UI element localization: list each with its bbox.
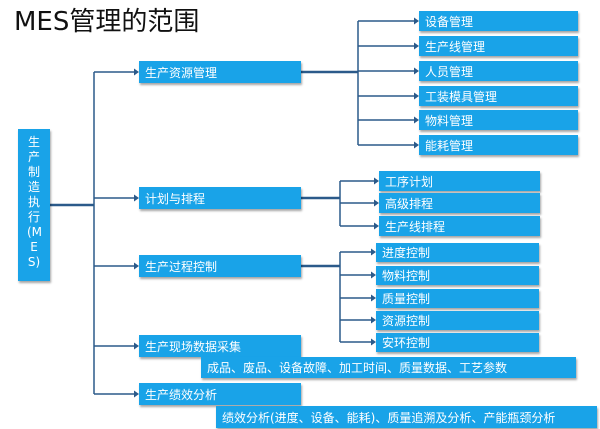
leaf-node: 物料管理 <box>419 110 578 130</box>
root-node-label: 生产制造执行(MES) <box>27 135 43 269</box>
branch-label: 生产现场数据采集 <box>145 339 242 354</box>
leaf-label: 能耗管理 <box>425 138 474 153</box>
leaf-arrow <box>371 316 376 324</box>
leaf-label: 质量控制 <box>382 292 431 306</box>
leaf-arrow <box>414 116 419 124</box>
leaf-label: 工序计划 <box>385 174 434 189</box>
branch-label: 生产资源管理 <box>145 65 218 80</box>
leaf-node: 生产线管理 <box>419 36 578 56</box>
branch-arrow <box>134 390 139 398</box>
leaf-arrow <box>414 42 419 50</box>
leaf-arrow <box>374 177 379 185</box>
leaf-label: 设备管理 <box>425 14 474 29</box>
leaf-arrow <box>414 17 419 25</box>
leaf-node: 工序计划 <box>379 171 540 191</box>
leaf-label: 物料控制 <box>382 269 431 283</box>
branch-node-resource: 生产资源管理 <box>139 61 301 83</box>
branch-arrow <box>134 194 139 202</box>
leaf-label: 物料管理 <box>425 113 474 128</box>
leaf-label: 生产线管理 <box>425 39 486 54</box>
branch-arrow <box>134 68 139 76</box>
branch-arrow <box>134 262 139 270</box>
detail-node-performance: 绩效分析(进度、设备、能耗)、质量追溯及分析、产能瓶颈分析 <box>216 406 597 428</box>
branch-node-planning: 计划与排程 <box>139 187 301 209</box>
leaf-arrow <box>414 92 419 100</box>
leaf-label: 工装模具管理 <box>425 89 498 104</box>
leaf-label: 进度控制 <box>382 246 431 260</box>
leaf-node: 设备管理 <box>419 11 578 31</box>
branch-node-process-control: 生产过程控制 <box>139 255 301 277</box>
branch-label: 计划与排程 <box>145 191 206 206</box>
branch-node-data-collection: 生产现场数据采集 <box>139 335 301 357</box>
leaf-arrow <box>371 248 376 256</box>
leaf-arrow <box>374 199 379 207</box>
branch-label: 生产绩效分析 <box>145 387 218 402</box>
leaf-node: 物料控制 <box>376 266 539 285</box>
leaf-arrow <box>371 271 376 279</box>
branch-label: 生产过程控制 <box>145 259 218 274</box>
leaf-arrow <box>414 141 419 149</box>
leaf-arrow <box>414 67 419 75</box>
leaf-label: 安环控制 <box>382 336 431 350</box>
leaf-arrow <box>371 338 376 346</box>
leaf-node: 高级排程 <box>379 193 540 213</box>
detail-label: 成品、废品、设备故障、加工时间、质量数据、工艺参数 <box>207 361 508 375</box>
branch-arrow <box>134 342 139 350</box>
leaf-node: 工装模具管理 <box>419 86 578 106</box>
leaf-label: 资源控制 <box>382 314 431 328</box>
leaf-label: 人员管理 <box>425 64 474 79</box>
leaf-node: 进度控制 <box>376 243 539 262</box>
leaf-node: 人员管理 <box>419 61 578 81</box>
branch-node-performance: 生产绩效分析 <box>139 383 301 405</box>
leaf-arrow <box>374 222 379 230</box>
leaf-node: 生产线排程 <box>379 216 540 236</box>
detail-node-data-collection: 成品、废品、设备故障、加工时间、质量数据、工艺参数 <box>201 357 576 378</box>
leaf-arrow <box>371 294 376 302</box>
leaf-label: 生产线排程 <box>385 219 446 234</box>
leaf-node: 质量控制 <box>376 289 539 308</box>
root-node-mes: 生产制造执行(MES) <box>18 129 50 281</box>
page-title: MES管理的范围 <box>14 7 200 37</box>
detail-label: 绩效分析(进度、设备、能耗)、质量追溯及分析、产能瓶颈分析 <box>222 410 556 425</box>
leaf-label: 高级排程 <box>385 196 434 211</box>
leaf-node: 资源控制 <box>376 311 539 330</box>
leaf-node: 能耗管理 <box>419 135 578 155</box>
leaf-node: 安环控制 <box>376 333 539 352</box>
